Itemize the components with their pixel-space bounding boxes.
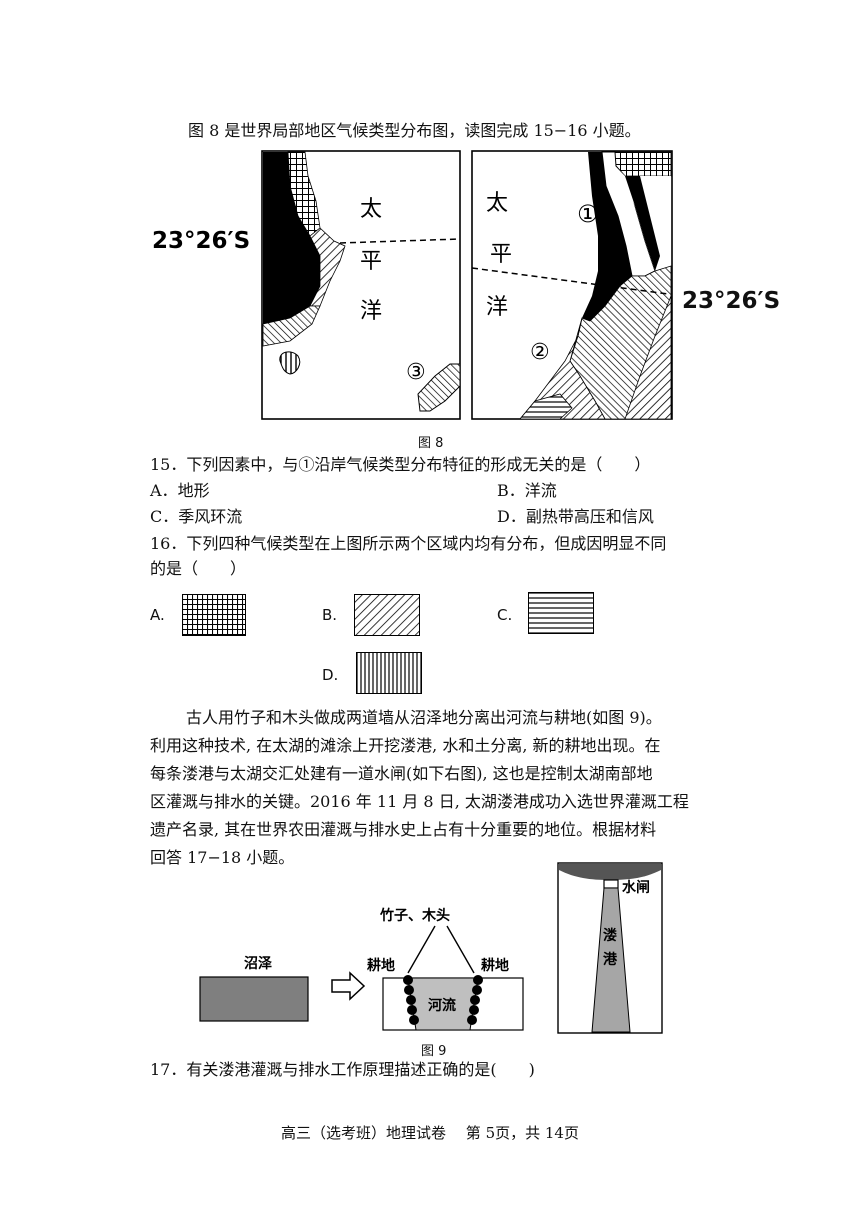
tropic-line-left [339,238,461,244]
bamboo-wood-label: 竹子、木头 [379,907,450,924]
vertical-hatch-blob [279,351,301,375]
diagonal-hatch-swatch[interactable] [354,594,420,636]
diagonal-hatch-blob [417,363,461,412]
diagonal-hatch-region-right-3 [519,317,606,420]
q16-option-d-label[interactable]: D. [322,666,339,684]
vertical-hatch-swatch[interactable] [356,652,422,694]
latitude-label-left: 23°26′S [152,228,250,254]
diagonal-hatch-region-2 [262,305,321,347]
land-black-region [263,152,320,324]
lougang-figure: 沼泽 竹子、木头 耕地 耕地 河流 水闸 溇 港 [199,862,663,1034]
inland-black-band [625,176,660,271]
arrow-right-icon [331,971,366,1001]
river-label: 河流 [428,997,456,1014]
q15-stem: 15．下列因素中，与①沿岸气候类型分布特征的形成无关的是（ ） [150,455,651,474]
coast-black-strip [582,152,632,321]
q16-stem-line1: 16．下列四种气候类型在上图所示两个区域内均有分布，但成因明显不同 [150,534,667,553]
sluice-gate [603,879,619,889]
q15-option-c[interactable]: C．季风环流 [150,509,242,525]
left-map-panel: 太 平 洋 ③ [261,150,461,420]
q15-option-d[interactable]: D．副热带高压和信风 [497,509,654,525]
material-line: 区灌溉与排水的关键。2016 年 11 月 8 日, 太湖溇港成功入选世界灌溉工… [150,792,689,811]
taihu-lake-shape [559,864,661,880]
fig9-caption: 图 9 [421,1044,447,1059]
q15-option-a[interactable]: A．地形 [150,483,210,499]
grid-hatch-region-right [614,151,672,177]
material-line: 回答 17−18 小题。 [150,848,295,867]
horizontal-hatch-swatch[interactable] [528,592,594,634]
material-paragraph: 古人用竹子和木头做成两道墙从沼泽地分离出河流与耕地(如图 9)。 利用这种技术,… [150,704,689,872]
swamp-label: 沼泽 [244,956,272,972]
marker-2: ② [530,340,550,365]
material-line: 利用这种技术, 在太湖的滩涂上开挖溇港, 水和土分离, 新的耕地出现。在 [150,736,661,755]
lougang-char-1: 溇 [603,927,617,944]
horizontal-hatch-region-right [519,393,573,420]
right-map-panel: 太 平 洋 ① ② [471,150,673,420]
farmland-left-label: 耕地 [367,957,395,974]
q17-stem: 17．有关溇港灌溉与排水工作原理描述正确的是( ) [150,1060,535,1079]
lougang-char-2: 港 [603,951,618,968]
material-line: 遗产名录, 其在世界农田灌溉与排水史上占有十分重要的地位。根据材料 [150,820,657,839]
option-text: 副热带高压和信风 [525,507,654,526]
option-text: 洋流 [524,481,557,500]
swamp-block [199,976,309,1022]
q15-option-b[interactable]: B．洋流 [497,483,557,499]
option-label: D． [497,507,526,526]
ocean-char-1: 太 [360,197,382,222]
fig8-intro: 图 8 是世界局部地区气候类型分布图，读图完成 15−16 小题。 [188,121,641,140]
latitude-label-right: 23°26′S [682,288,781,314]
grid-hatch-swatch[interactable] [182,594,246,636]
ocean-char-1-right: 太 [486,191,508,216]
material-line: 古人用竹子和木头做成两道墙从沼泽地分离出河流与耕地(如图 9)。 [186,708,662,727]
ocean-char-3: 洋 [360,299,382,324]
fig8-caption: 图 8 [418,436,444,451]
ocean-char-3-right: 洋 [486,295,508,320]
tropic-line-right [471,267,669,295]
option-text: 季风环流 [178,507,243,526]
option-label: B． [497,481,525,500]
diagonal-hatch-region [309,227,346,307]
option-label: A． [150,481,178,500]
q16-option-c-label[interactable]: C. [497,606,513,624]
sluice-label: 水闸 [622,879,650,896]
farmland-right-label: 耕地 [481,957,509,974]
ocean-char-2-right: 平 [490,242,512,267]
bamboo-wall-left [403,975,419,1025]
material-line: 每条溇港与太湖交汇处建有一道水闸(如下右图), 这也是控制太湖南部地 [150,764,653,783]
diagonal-hatch-region-right-2 [624,295,672,420]
ocean-char-2: 平 [360,249,382,274]
marker-1: ① [577,200,599,228]
marker-3: ③ [406,360,426,385]
page-footer: 高三（选考班）地理试卷 第 5页，共 14页 [281,1124,579,1142]
q16-stem-line2: 的是（ ） [150,559,247,578]
climate-map-figure: 太 平 洋 ③ 23°26′S 太 平 洋 ① ② [152,150,673,420]
bamboo-wall-right [467,975,483,1025]
option-text: 地形 [177,481,210,500]
option-label: C． [150,507,179,526]
lougang-channel [591,887,631,1033]
q16-option-a-label[interactable]: A. [150,606,165,624]
q16-option-b-label[interactable]: B. [322,606,338,624]
